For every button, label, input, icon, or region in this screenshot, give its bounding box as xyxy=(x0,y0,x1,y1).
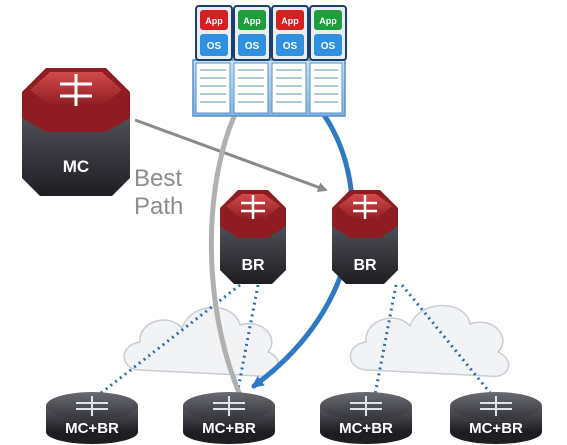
os-label: OS xyxy=(245,41,260,52)
app-badge xyxy=(314,10,342,30)
branch-router-1: MC+BR xyxy=(46,392,138,444)
vm-card-3: App OS xyxy=(271,5,309,61)
branch-router-4: MC+BR xyxy=(450,392,542,444)
wan-cloud-left xyxy=(123,306,279,377)
branch-router-label: MC+BR xyxy=(202,420,256,437)
branch-router-3: MC+BR xyxy=(320,392,412,444)
vm-card-1: App OS xyxy=(195,5,233,61)
router-arrows-icon xyxy=(480,396,512,416)
router-arrows-icon xyxy=(241,195,265,219)
server-rack xyxy=(192,59,346,117)
border-router-label: BR xyxy=(241,257,265,274)
router-arrows-icon xyxy=(353,195,377,219)
router-arrows-icon xyxy=(350,396,382,416)
app-label: App xyxy=(243,16,261,26)
branch-router-label: MC+BR xyxy=(339,420,393,437)
border-router-label: BR xyxy=(353,257,377,274)
master-controller-label: MC xyxy=(63,157,89,176)
router-arrows-icon xyxy=(60,74,92,106)
os-label: OS xyxy=(283,41,298,52)
border-router-1: BR xyxy=(220,190,286,284)
app-badge xyxy=(238,10,266,30)
app-label: App xyxy=(205,16,223,26)
best-path-label-line2: Path xyxy=(134,193,183,220)
router-arrows-icon xyxy=(76,396,108,416)
app-label: App xyxy=(319,16,337,26)
router-arrows-icon xyxy=(213,396,245,416)
os-label: OS xyxy=(207,41,222,52)
border-router-2: BR xyxy=(332,190,398,284)
branch-router-label: MC+BR xyxy=(65,420,119,437)
app-label: App xyxy=(281,16,299,26)
branch-router-label: MC+BR xyxy=(469,420,523,437)
master-controller-router: MC xyxy=(22,68,130,196)
app-badge xyxy=(200,10,228,30)
wan-cloud-right xyxy=(349,304,510,378)
app-badge xyxy=(276,10,304,30)
best-path-label-line1: Best xyxy=(134,165,182,192)
branch-router-2: MC+BR xyxy=(183,392,275,444)
gray-traffic-path xyxy=(208,109,243,398)
os-label: OS xyxy=(321,41,336,52)
vm-card-2: App OS xyxy=(233,5,271,61)
vm-card-4: App OS xyxy=(309,5,347,61)
data-center-servers: App OS App OS App OS App OS xyxy=(192,5,347,117)
best-path-arrow xyxy=(134,118,328,192)
